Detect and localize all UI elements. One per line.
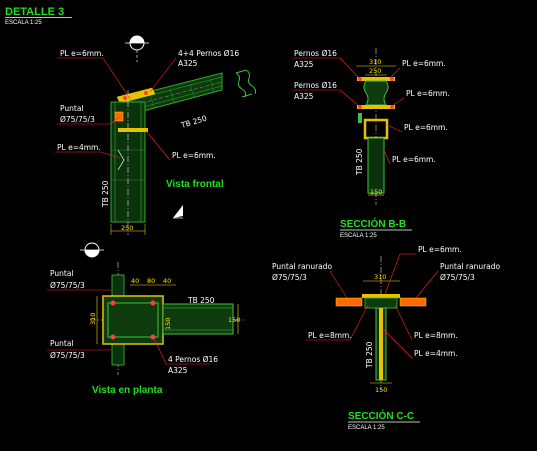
section-marker-icon <box>80 242 104 258</box>
dim-right: 150 <box>228 316 240 324</box>
label-puntal-b-1: Puntal <box>50 339 74 348</box>
dim-d1: 40 <box>131 277 139 285</box>
leader-line <box>102 57 131 100</box>
dim-bottom: 150 <box>370 188 382 196</box>
label-pl4: PL e=4mm. <box>57 143 101 152</box>
label-tb-col: TB 250 <box>101 180 110 208</box>
label-pernos-b-1: Pernos Ø16 <box>294 81 337 90</box>
section-marker-icon <box>125 35 149 51</box>
label-pl8-l: PL e=8mm. <box>308 331 352 340</box>
label-puntal-b-2: Ø75/75/3 <box>50 351 85 360</box>
label-pernos-1: 4 Pernos Ø16 <box>168 355 218 364</box>
beam-plan <box>162 303 234 335</box>
label-tb-beam: TB 250 <box>179 114 208 131</box>
label-pl4: PL e=4mm. <box>414 349 458 358</box>
label-puntal-r-1: Puntal ranurado <box>440 262 501 271</box>
label-pl6-top: PL e=6mm. <box>418 245 462 254</box>
dim-base: 250 <box>121 224 133 232</box>
label-puntal-r-2: Ø75/75/3 <box>440 273 475 282</box>
dim-bottom: 150 <box>375 386 387 394</box>
vista-frontal-title: Vista frontal <box>166 179 224 190</box>
seccion-bb: 310 250 150 Pernos Ø16 A325 Pernos Ø16 A… <box>292 48 450 239</box>
seccion-bb-title: SECCIÓN B-B <box>340 217 406 230</box>
beam-break-symbol <box>235 69 257 98</box>
dim-top: 310 <box>369 58 381 66</box>
label-tb: TB 250 <box>365 341 374 369</box>
label-puntal-1: Puntal <box>60 104 84 113</box>
detail-scale: ESCALA 1:25 <box>5 20 42 26</box>
top-plate <box>362 294 400 298</box>
label-pl6-a: PL e=6mm. <box>402 59 446 68</box>
label-pl6-c: PL e=6mm. <box>404 123 448 132</box>
label-tb: TB 250 <box>187 296 215 305</box>
dim-v2: 150 <box>164 318 172 330</box>
column <box>110 90 146 235</box>
label-pl6-mid: PL e=6mm. <box>172 151 216 160</box>
seccion-bb-scale: ESCALA 1:25 <box>340 233 377 239</box>
view-arrow-icon <box>173 205 183 219</box>
label-puntal-l-1: Puntal ranurado <box>272 262 333 271</box>
label-pl8-r: PL e=8mm. <box>414 331 458 340</box>
seccion-cc-scale: ESCALA 1:25 <box>348 425 385 431</box>
label-pernos-a-2: A325 <box>294 60 314 69</box>
label-pl6-d: PL e=6mm. <box>392 155 436 164</box>
label-pl6-b: PL e=6mm. <box>406 89 450 98</box>
mid-plate <box>357 105 395 109</box>
label-pernos-2: A325 <box>168 366 188 375</box>
label-pernos-1: 4+4 Pernos Ø16 <box>178 49 239 58</box>
cap-plate <box>357 77 395 81</box>
beam-section <box>363 80 389 106</box>
label-tb: TB 250 <box>355 148 364 176</box>
detail-title: DETALLE 3 <box>5 6 64 18</box>
dim-d3: 40 <box>163 277 171 285</box>
label-puntal-a-2: Ø75/75/3 <box>50 281 85 290</box>
label-puntal-l-2: Ø75/75/3 <box>272 273 307 282</box>
label-pernos-b-2: A325 <box>294 92 314 101</box>
bolt <box>144 91 148 95</box>
column-web <box>367 137 385 194</box>
label-puntal-a-1: Puntal <box>50 269 74 278</box>
label-pernos-a-1: Pernos Ø16 <box>294 49 337 58</box>
dim-top: 310 <box>374 273 386 281</box>
seccion-cc: 310 150 PL e=6mm. Puntal ranurado Ø75/75… <box>272 245 501 431</box>
dim-d2: 80 <box>147 277 155 285</box>
weld-mark <box>117 149 125 171</box>
seccion-cc-title: SECCIÓN C-C <box>348 409 414 422</box>
label-puntal-2: Ø75/75/3 <box>60 115 95 124</box>
vista-planta-title: Vista en planta <box>92 385 163 396</box>
puntal-left <box>335 297 363 307</box>
dim-side: 310 <box>89 313 97 325</box>
label-pernos-2: A325 <box>178 59 198 68</box>
puntal-right <box>399 297 427 307</box>
bolt <box>123 96 127 100</box>
dim-sub: 250 <box>369 67 381 75</box>
puntal-section <box>114 111 124 122</box>
vista-planta: 40 80 40 310 150 150 Puntal Ø75/75/3 Pun… <box>47 242 245 396</box>
stiffener-plate <box>118 128 148 132</box>
label-pl6-top: PL e=6mm. <box>60 49 104 58</box>
vista-frontal: 250 PL e=6mm. 4+4 Pernos Ø16 A325 Puntal… <box>55 35 257 235</box>
